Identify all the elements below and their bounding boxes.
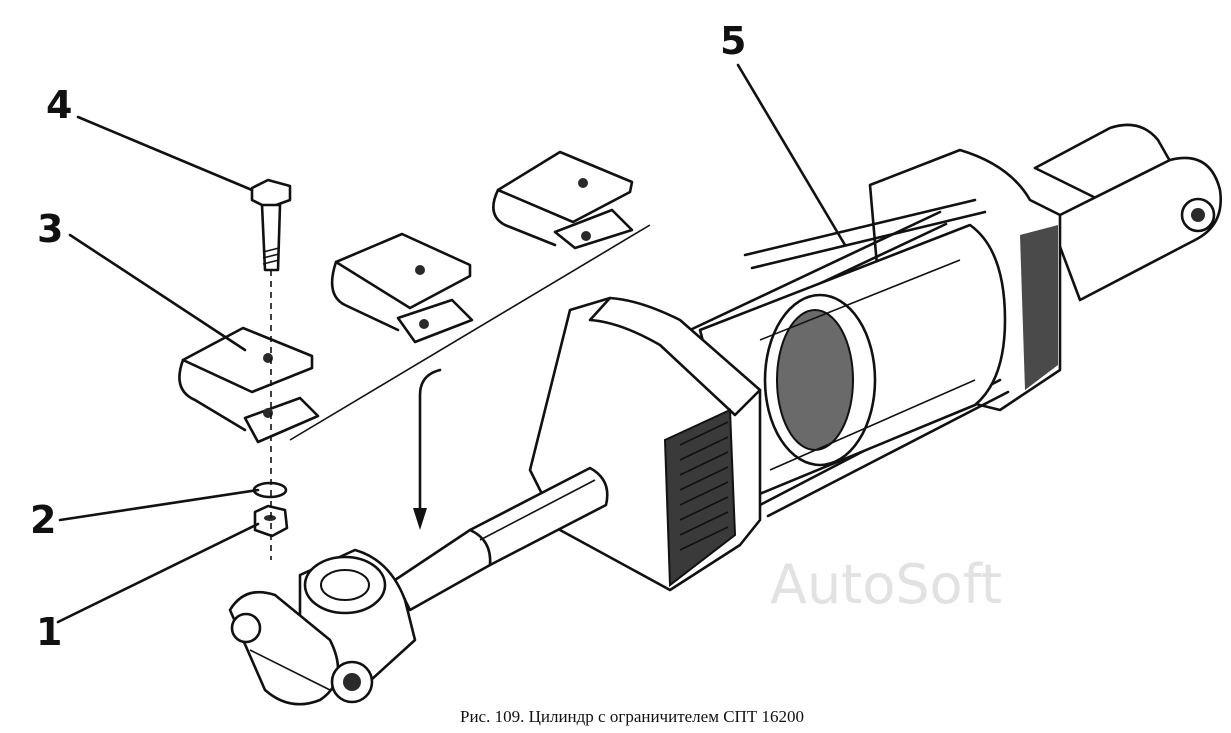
callout-5: 5	[720, 19, 746, 63]
leader-line-1	[56, 522, 260, 624]
arrowhead	[413, 508, 427, 530]
nut	[253, 504, 289, 538]
assembly-guide-line	[289, 224, 651, 441]
assembly-arrow	[418, 368, 442, 522]
figure-caption: Рис. 109. Цилиндр с ограничителем СПТ 16…	[460, 707, 804, 726]
limiter-clamp-large	[492, 150, 634, 250]
leader-line-5	[736, 63, 847, 247]
limiter-clamp-small	[178, 326, 320, 444]
hydraulic-cylinder	[393, 123, 1222, 612]
callout-4: 4	[46, 83, 72, 127]
leader-line-4	[76, 115, 254, 192]
watermark: AutoSoft	[770, 553, 1002, 616]
leader-line-3	[68, 233, 247, 352]
bolt	[250, 178, 292, 272]
callout-1: 1	[36, 610, 62, 654]
callout-2: 2	[30, 498, 56, 542]
leader-line-2	[58, 488, 260, 522]
callout-3: 3	[37, 207, 63, 251]
limiter-clamp-medium	[330, 232, 474, 344]
rod-end-clevis	[228, 548, 417, 706]
